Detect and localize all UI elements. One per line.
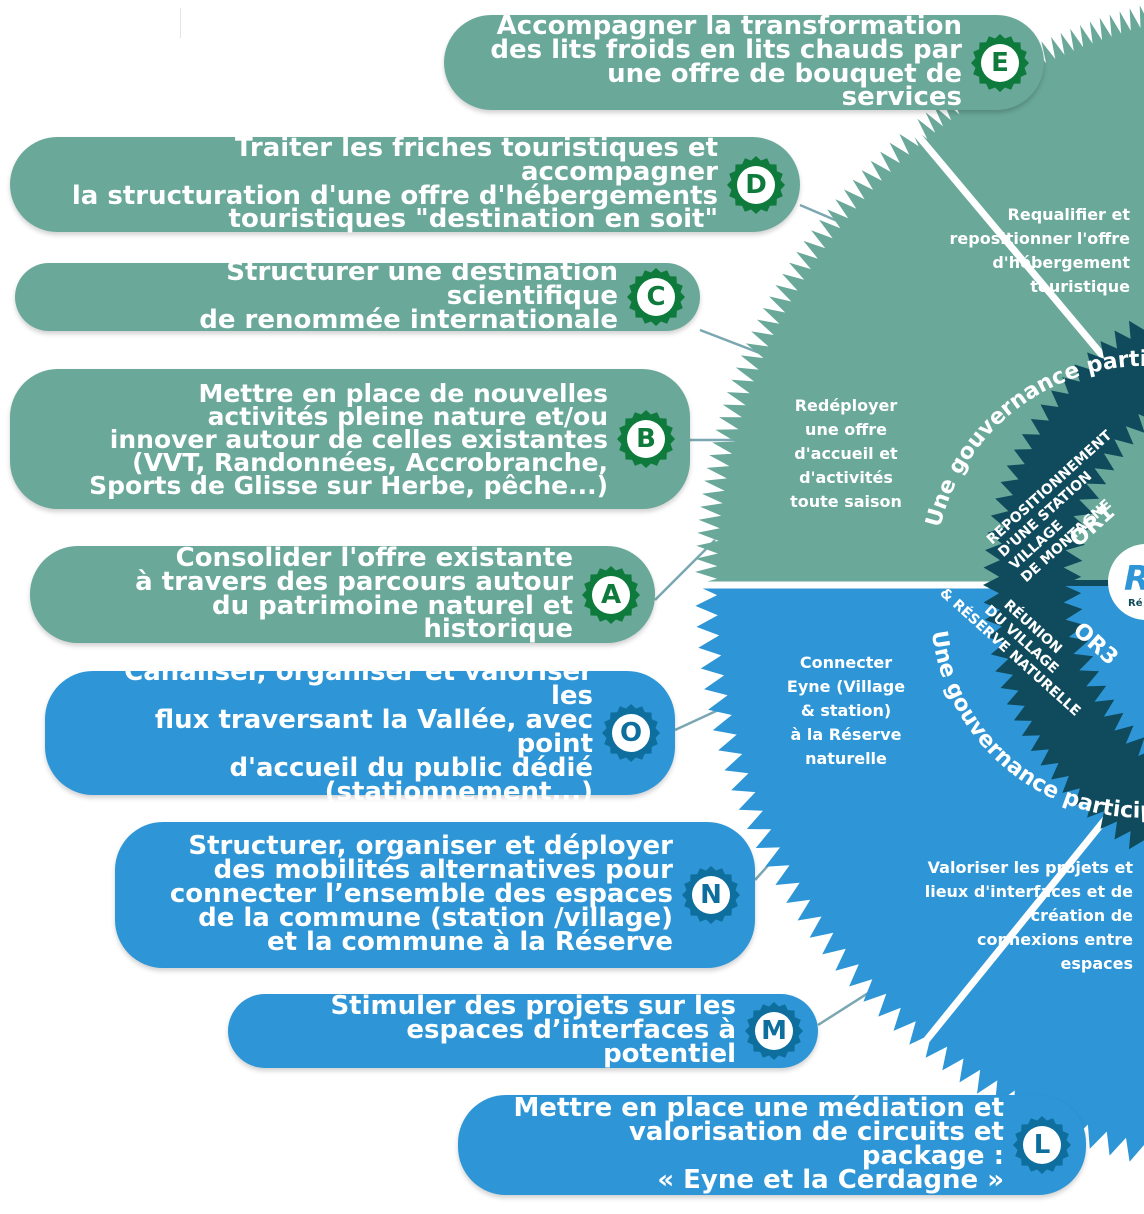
letter-badge-icon: A (581, 565, 641, 625)
action-text: Accompagner la transformation des lits f… (490, 10, 962, 113)
badge-graphic (971, 33, 1029, 92)
action-text: Mettre en place de nouvelles activités p… (89, 378, 608, 500)
letter-badge-icon: M (744, 1001, 804, 1061)
letter-badge-icon: N (681, 865, 741, 925)
objective-requalifier-hebergement: Requalifier et repositionner l'offre d'héb… (950, 205, 1131, 296)
connector-line (654, 539, 716, 601)
badge-letter: L (1033, 1130, 1051, 1160)
action-pill-o: Canaliser, organiser et valoriser les fl… (45, 659, 675, 805)
action-pill-b: Mettre en place de nouvelles activités p… (10, 369, 690, 509)
action-text: Mettre en place une médiation et valoris… (513, 1093, 1004, 1195)
letter-badge-icon: O (601, 703, 661, 763)
badge-letter: A (600, 579, 622, 610)
badge-graphic (682, 866, 740, 924)
badge-graphic (745, 1002, 803, 1060)
text-line: d'hébergement (992, 253, 1130, 272)
badge-graphic (617, 410, 675, 468)
text-line: naturelle (805, 749, 887, 768)
strategy-wheel: R Ré Une gouvernance participa Une gouve… (685, 5, 1144, 1162)
text-line: Redéployer (795, 396, 898, 415)
text-line: espaces (1061, 954, 1133, 973)
text-line: touristique (1030, 277, 1130, 296)
letter-badge-icon: D (726, 155, 786, 215)
logo-caption: Ré (1128, 597, 1143, 609)
text-line: & station) (801, 701, 891, 720)
objective-redeployer-accueil: Redéployer une offre d'accueil et d'activit… (790, 396, 902, 511)
action-pill-a: Consolider l'offre existante à travers d… (30, 542, 655, 645)
scan-artifact-line (180, 8, 181, 38)
action-text: Traiter les friches touristiques et acco… (71, 132, 718, 235)
text-line: Requalifier et (1008, 205, 1131, 224)
action-text: Structurer une destination scientifique … (199, 257, 618, 335)
text-line: lieux d'interfaces et de (925, 882, 1133, 901)
text-line: repositionner l'offre (950, 229, 1131, 248)
text-line: d'activités (799, 468, 893, 487)
letter-badge-icon: E (970, 33, 1030, 93)
or1-sector (1063, 414, 1144, 585)
badge-graphic (582, 565, 640, 624)
action-pill-n: Structurer, organiser et déployer des mo… (115, 822, 755, 968)
badge-letter: D (745, 169, 767, 200)
action-text: Consolider l'offre existante à travers d… (135, 542, 573, 645)
text-line: Eyne (Village (787, 677, 905, 696)
badge-graphic (602, 704, 660, 762)
letter-badge-icon: B (616, 409, 676, 469)
logo-letter: R (1124, 559, 1144, 599)
badge-graphic (627, 268, 685, 326)
badge-letter: M (761, 1016, 787, 1046)
action-pill-m: Stimuler des projets sur les espaces d’i… (228, 991, 818, 1069)
text-line: Connecter (800, 653, 892, 672)
action-pill-e: Accompagner la transformation des lits f… (444, 10, 1044, 113)
action-pill-l: Mettre en place une médiation et valoris… (458, 1095, 1086, 1195)
text-line: à la Réserve (791, 725, 902, 744)
text-line: toute saison (790, 492, 902, 511)
text-line: une offre (805, 420, 887, 439)
badge-graphic (1013, 1116, 1071, 1174)
or3-sector (1063, 585, 1144, 756)
action-text: Stimuler des projets sur les espaces d’i… (330, 991, 736, 1069)
objective-valoriser-interfaces: Valoriser les projets et lieux d'interfac… (925, 858, 1134, 973)
text-line: Valoriser les projets et (928, 858, 1134, 877)
action-text: Canaliser, organiser et valoriser les fl… (124, 657, 593, 807)
text-line: création de (1031, 906, 1134, 925)
text-line: d'accueil et (794, 444, 898, 463)
badge-letter: C (646, 282, 666, 312)
text-line: connexions entre (977, 930, 1133, 949)
badge-graphic (727, 155, 785, 214)
badge-letter: E (991, 47, 1009, 78)
badge-letter: N (700, 880, 722, 910)
action-pill-d: Traiter les friches touristiques et acco… (10, 132, 800, 235)
action-pill-c: Structurer une destination scientifique … (15, 257, 700, 335)
logo-badge (1108, 544, 1144, 620)
letter-badge-icon: C (626, 267, 686, 327)
action-text: Structurer, organiser et déployer des mo… (169, 831, 673, 957)
badge-letter: O (619, 718, 643, 748)
connector-line (699, 328, 766, 357)
badge-letter: B (636, 424, 656, 454)
letter-badge-icon: L (1012, 1115, 1072, 1175)
